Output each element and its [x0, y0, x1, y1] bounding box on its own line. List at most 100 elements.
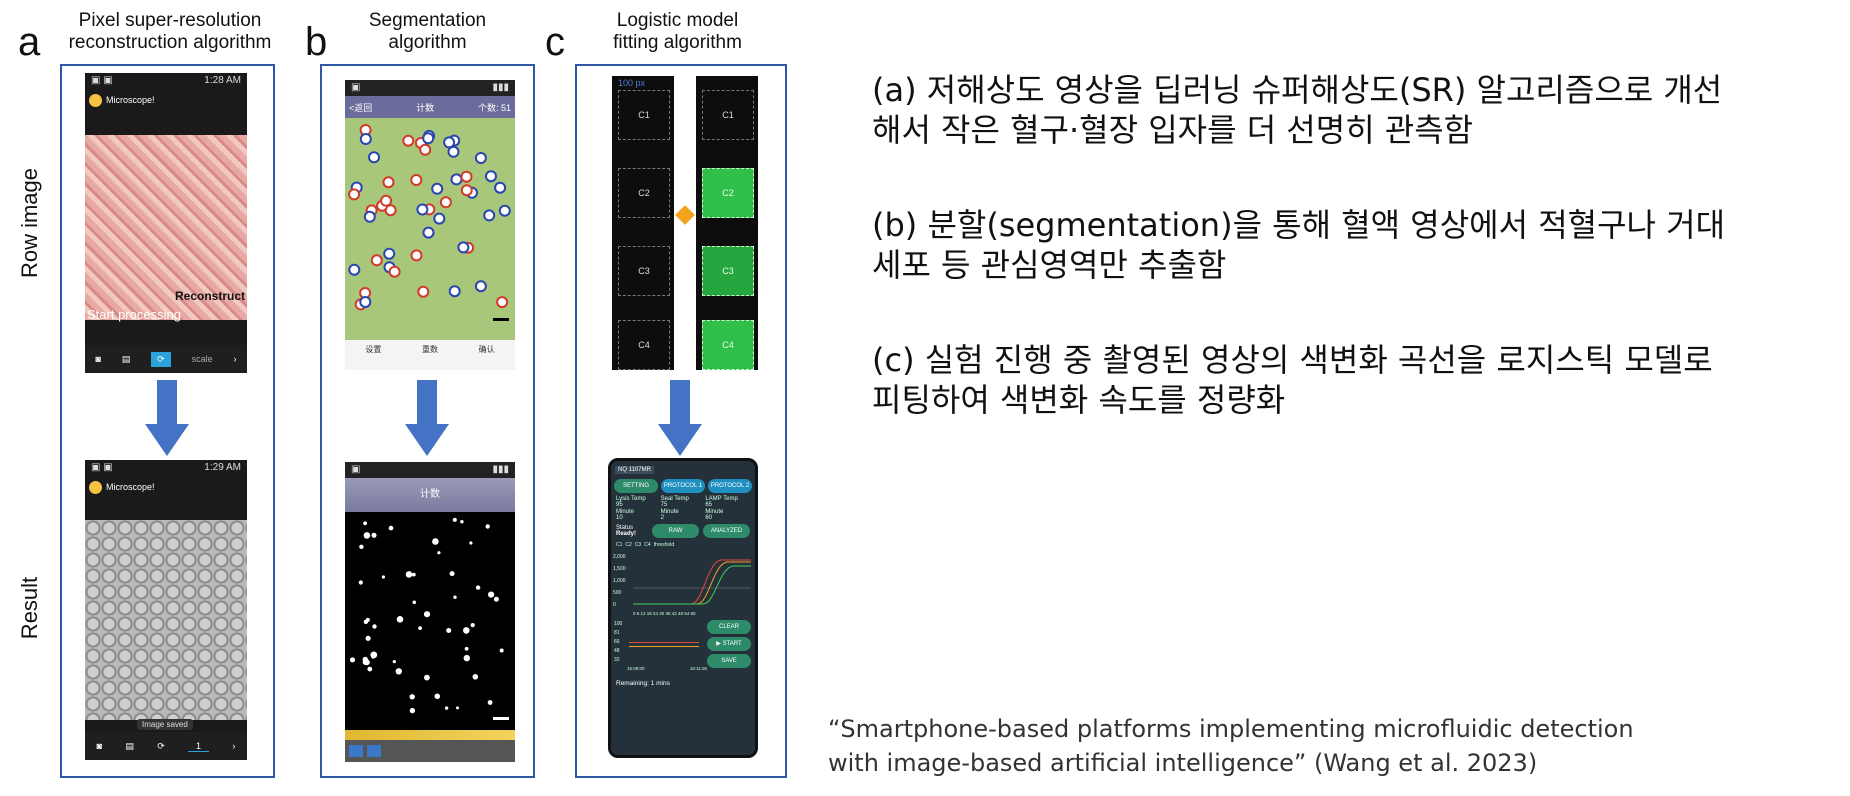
cell-marker: [359, 296, 372, 308]
phone-a-bottom: ▣ ▣ 1:29 AM Microscope! Image saved ◙ ▤ …: [85, 460, 247, 760]
back-button[interactable]: <返回: [349, 102, 373, 113]
row-label-bottom: Result: [17, 576, 42, 640]
cell-marker: [419, 143, 432, 156]
curve-green: [633, 565, 751, 605]
mask-dot: [392, 660, 396, 664]
chamber-strip-right: C1 C2 C3 C4: [696, 76, 758, 370]
param-value: 10: [616, 515, 623, 521]
status-block: Status Ready!: [616, 525, 648, 537]
param-label: Minute: [660, 509, 679, 515]
binary-mask-image: [345, 512, 515, 730]
chamber-strip-left: 100 px C1 C2 C3 C4: [612, 76, 674, 370]
cell-marker: [388, 265, 401, 278]
tab-protocol-2[interactable]: PROTOCOL 2: [708, 479, 752, 493]
image-saved-toast: Image saved: [137, 719, 193, 730]
phone-a-top-appbar: Microscope!: [85, 89, 247, 111]
cell-marker: [457, 241, 470, 254]
cell-marker: [498, 204, 511, 217]
phone-c-bottom: NQ 1107MR SETTING PROTOCOL 1 PROTOCOL 2 …: [608, 458, 758, 758]
y2-tick: 66: [614, 639, 620, 645]
mask-dot: [409, 707, 416, 714]
chamber-left-c4: C4: [618, 320, 670, 370]
refresh-icon[interactable]: ⟳: [151, 351, 171, 367]
scale-label[interactable]: scale: [191, 354, 213, 364]
y-tick: 1,000: [613, 578, 626, 584]
gallery-icon[interactable]: ▤: [121, 353, 131, 364]
phone-a-top-toolbar: ◙ ▤ ⟳ scale ›: [85, 345, 247, 373]
camera-icon[interactable]: ◙: [95, 354, 101, 364]
footer-icon-2[interactable]: [367, 745, 381, 757]
gallery-icon[interactable]: ▤: [125, 740, 134, 751]
description-a-line2: 해서 작은 혈구·혈장 입자를 더 선명히 관측함: [872, 111, 1474, 149]
cell-marker: [416, 203, 429, 216]
status-icons: ▣ ▣: [91, 462, 113, 473]
mask-dot: [453, 595, 457, 599]
app-logo-icon: [89, 93, 102, 107]
panel-c-title: Logistic model fitting algorithm: [590, 10, 765, 54]
app-name: Microscope!: [106, 95, 155, 105]
panel-c-letter: c: [545, 20, 565, 64]
cell-marker: [417, 285, 430, 298]
cell-marker: [485, 170, 497, 183]
tab-recount[interactable]: 重数: [421, 345, 438, 354]
temp-y-ticks: 100 81 66 48 32: [614, 620, 622, 665]
param-label: Seal Temp: [660, 496, 689, 502]
status-value: Ready!: [616, 531, 637, 537]
chamber-right-c3: C3: [702, 246, 754, 296]
tab-settings[interactable]: 设置: [365, 345, 382, 354]
device-name: NQ 1107MR: [615, 466, 654, 474]
description-a-line1: (a) 저해상도 영상을 딥러닝 슈퍼해상도(SR) 알고리즘으로 개선: [872, 71, 1723, 109]
panel-b-title-line2: algorithm: [388, 32, 467, 53]
cell-marker: [433, 212, 446, 225]
mask-dot: [446, 628, 452, 633]
next-icon[interactable]: ›: [233, 354, 237, 364]
mask-dot: [437, 551, 441, 555]
mask-dot: [470, 623, 475, 628]
param-value: 60: [705, 515, 713, 521]
refresh-icon[interactable]: ⟳: [157, 740, 165, 751]
segmented-cells-image: [345, 118, 515, 340]
mask-dot: [363, 619, 369, 624]
app-logo-icon: [89, 480, 102, 494]
curve-legend: C1 C2 C3 C4 threshold: [611, 538, 755, 548]
mask-dot: [432, 538, 439, 545]
status-row: Status Ready! RAW ANALYZED: [611, 524, 755, 538]
mask-dot: [381, 575, 385, 579]
next-icon[interactable]: ›: [232, 741, 236, 751]
save-button[interactable]: SAVE: [707, 654, 751, 668]
px-label: 100 px: [618, 78, 646, 88]
mask-dot: [363, 521, 367, 526]
description-c: (c) 실험 진행 중 촬영된 영상의 색변화 곡선을 로지스틱 모델로 피팅하…: [872, 340, 1832, 420]
screen-title: 计数: [420, 489, 440, 500]
panel-a-letter: a: [18, 20, 41, 64]
mask-dot: [493, 596, 499, 602]
phone-b-bottom: ▣ ▮▮▮ 计数: [345, 462, 515, 762]
protocol-tabs: SETTING PROTOCOL 1 PROTOCOL 2: [611, 479, 755, 493]
cell-marker: [474, 152, 487, 164]
temp-line-2: [629, 646, 699, 647]
raw-button[interactable]: RAW: [652, 524, 699, 538]
mask-dot: [388, 525, 394, 531]
legend-threshold: threshold: [653, 542, 675, 548]
status-time: 1:29 AM: [204, 462, 241, 473]
tab-protocol-1[interactable]: PROTOCOL 1: [661, 479, 705, 493]
status-battery: ▮▮▮: [492, 464, 509, 475]
mask-dot: [469, 541, 473, 545]
y-tick: 500: [613, 590, 622, 596]
temp-line: [629, 642, 699, 643]
start-button[interactable]: ▶ START: [707, 637, 751, 651]
mask-dot: [409, 694, 415, 700]
footer-icon-1[interactable]: [349, 745, 363, 757]
tab-setting[interactable]: SETTING: [614, 479, 658, 493]
phone-b-top: ▣ ▮▮▮ <返回 计数 个数: 51 设置 重数 确认: [345, 80, 515, 370]
tab-confirm[interactable]: 确认: [478, 345, 495, 354]
camera-icon[interactable]: ◙: [96, 741, 103, 751]
mask-dot: [372, 624, 377, 629]
value-field[interactable]: 1: [188, 741, 210, 752]
clear-button[interactable]: CLEAR: [707, 620, 751, 634]
phone-b-top-tabs: 设置 重数 确认: [345, 340, 515, 355]
cell-marker: [370, 254, 383, 267]
analyzed-button[interactable]: ANALYZED: [703, 524, 750, 538]
cell-marker: [443, 136, 456, 149]
